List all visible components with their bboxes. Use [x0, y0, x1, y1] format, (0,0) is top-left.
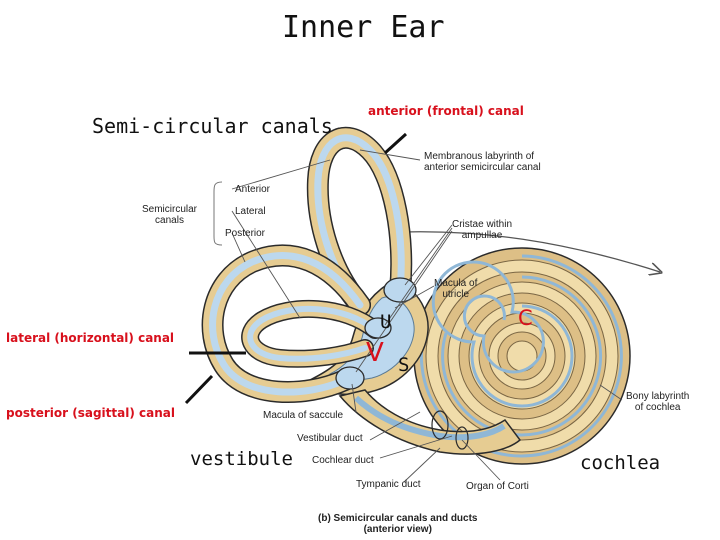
anterior-canal-label: anterior (frontal) canal	[368, 104, 524, 118]
tympanic-duct-label: Tympanic duct	[356, 479, 421, 490]
cochlear-duct-label: Cochlear duct	[312, 455, 374, 466]
lateral-figure-label: Lateral	[235, 206, 266, 217]
macula-saccule-label: Macula of saccule	[263, 410, 344, 421]
macula-utricle-label: Macula of utricle	[434, 278, 478, 300]
posterior-canal-label: posterior (sagittal) canal	[6, 406, 175, 420]
ampulla-posterior	[335, 366, 365, 390]
page-title: Inner Ear	[282, 10, 445, 45]
semicircular-canals-label: Semi-circular canals	[92, 114, 333, 138]
membranous-labyrinth-label: Membranous labyrinth of anterior semicir…	[424, 151, 541, 173]
pointer-lines	[184, 132, 408, 405]
vestibule-letter: V	[366, 338, 384, 368]
anterior-figure-label: Anterior	[235, 184, 271, 195]
canals-bracket	[213, 181, 223, 246]
lateral-canal-label: lateral (horizontal) canal	[6, 331, 175, 345]
vestibular-duct-label: Vestibular duct	[297, 433, 363, 444]
utricle-letter: U	[380, 311, 392, 333]
vestibule-label: vestibule	[190, 448, 293, 470]
organ-of-corti-label: Organ of Corti	[466, 481, 529, 492]
cochlea-letter: C	[518, 306, 533, 330]
cochlea-arrow	[401, 231, 660, 272]
saccule-letter: S	[398, 354, 410, 376]
cochlea-spiral	[413, 247, 631, 465]
cristae-label: Cristae within ampullae	[452, 219, 513, 241]
leader-lines	[231, 149, 623, 483]
bony-labyrinth-label: Bony labyrinth of cochlea	[626, 391, 690, 413]
ampulla-lateral	[364, 317, 392, 339]
cochlea-label: cochlea	[580, 452, 661, 474]
posterior-figure-label: Posterior	[225, 228, 266, 239]
figure-caption: (b) Semicircular canals and ducts (anter…	[318, 513, 478, 535]
semicircular-canals-figure-label: Semicircular canals	[142, 204, 198, 226]
